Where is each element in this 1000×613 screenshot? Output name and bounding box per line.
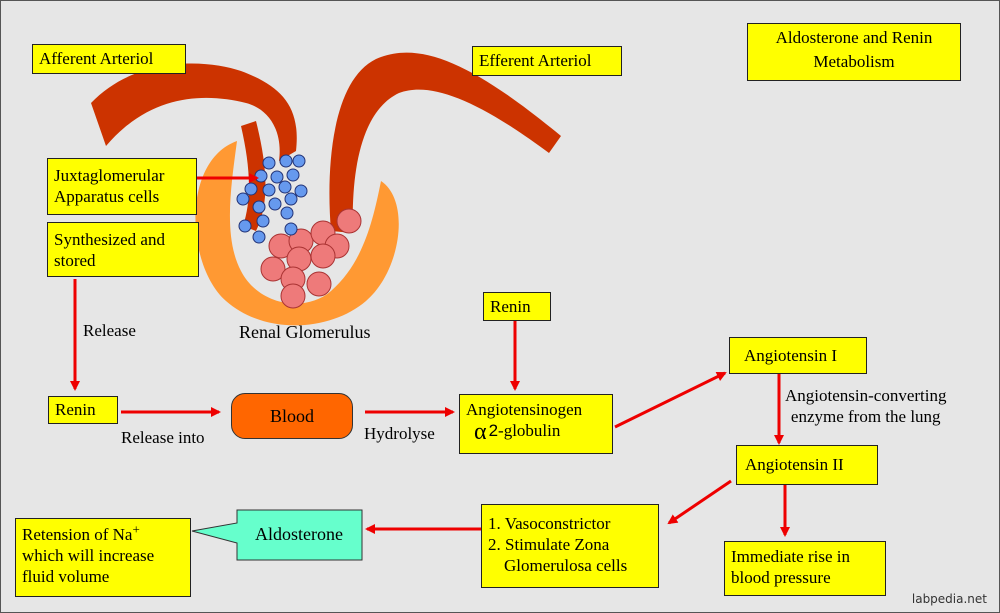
renin-left-box: Renin bbox=[48, 396, 118, 424]
efferent-arteriol-label: Efferent Arteriol bbox=[472, 46, 622, 76]
retention-text: Retension of Na bbox=[22, 525, 133, 544]
arrow-angiotensinogen-to-ang1 bbox=[614, 371, 727, 429]
afferent-arteriole bbox=[91, 63, 297, 161]
blood-pressure-box: Immediate rise in blood pressure bbox=[724, 541, 886, 596]
synthesized-box: Synthesized and stored bbox=[47, 222, 199, 277]
effects-line-3: Glomerulosa cells bbox=[504, 556, 628, 575]
release-into-label: Release into bbox=[121, 428, 205, 447]
synthesized-line-1: Synthesized and bbox=[54, 230, 165, 249]
retention-line-1: Retension of Na+ bbox=[22, 521, 184, 545]
angiotensin-1-box: Angiotensin I bbox=[729, 337, 867, 374]
jga-cells-box: Juxtaglomerular Apparatus cells bbox=[47, 158, 197, 215]
bp-line-2: blood pressure bbox=[731, 568, 831, 587]
bp-line-1: Immediate rise in bbox=[731, 547, 850, 566]
aldosterone-callout bbox=[191, 509, 363, 561]
afferent-arteriol-label: Afferent Arteriol bbox=[32, 44, 186, 74]
flow-arrows bbox=[70, 173, 790, 537]
angiotensinogen-line-1: Angiotensinogen bbox=[466, 400, 583, 419]
retention-sup: + bbox=[132, 521, 140, 537]
ace-line-2: enzyme from the lung bbox=[790, 407, 941, 426]
renal-glomerulus-label: Renal Glomerulus bbox=[239, 322, 371, 342]
renin-top-box: Renin bbox=[483, 292, 551, 321]
angiotensin-2-box: Angiotensin II bbox=[736, 445, 878, 485]
ace-line-1: Angiotensin-converting bbox=[785, 386, 947, 405]
hydrolyse-label: Hydrolyse bbox=[364, 424, 435, 443]
release-label: Release bbox=[83, 321, 136, 340]
blood-node: Blood bbox=[231, 393, 353, 439]
retention-line-2: which will increase bbox=[22, 546, 155, 565]
alpha-symbol: α bbox=[474, 419, 487, 445]
effects-line-1: 1. Vasoconstrictor bbox=[488, 514, 611, 533]
globulin-text: -globulin bbox=[498, 421, 561, 440]
glomerulus-capsule bbox=[195, 141, 399, 326]
title-box: Aldosterone and Renin Metabolism bbox=[747, 23, 961, 81]
juxtaglomerular-cells bbox=[236, 154, 308, 244]
title-line-2: Metabolism bbox=[813, 52, 895, 71]
retention-line-3: fluid volume bbox=[22, 567, 110, 586]
efferent-arteriole bbox=[329, 52, 561, 234]
glomerular-capillaries bbox=[260, 208, 362, 309]
synthesized-line-2: stored bbox=[54, 251, 96, 270]
effects-box: 1. Vasoconstrictor 2. Stimulate Zona Glo… bbox=[481, 504, 659, 588]
jga-line-2: Apparatus cells bbox=[54, 187, 160, 206]
arrow-ang2-to-effects bbox=[667, 479, 732, 525]
title-line-1: Aldosterone and Renin bbox=[775, 28, 933, 47]
ace-label: Angiotensin-converting enzyme from the l… bbox=[785, 385, 946, 427]
jga-line-1: Juxtaglomerular bbox=[54, 166, 165, 185]
aldosterone-label: Aldosterone bbox=[255, 524, 343, 544]
effects-line-2: 2. Stimulate Zona bbox=[488, 535, 610, 554]
source-credit: labpedia.net bbox=[911, 592, 987, 606]
retention-box: Retension of Na+ which will increase flu… bbox=[15, 518, 191, 597]
alpha-index: 2 bbox=[488, 421, 499, 440]
